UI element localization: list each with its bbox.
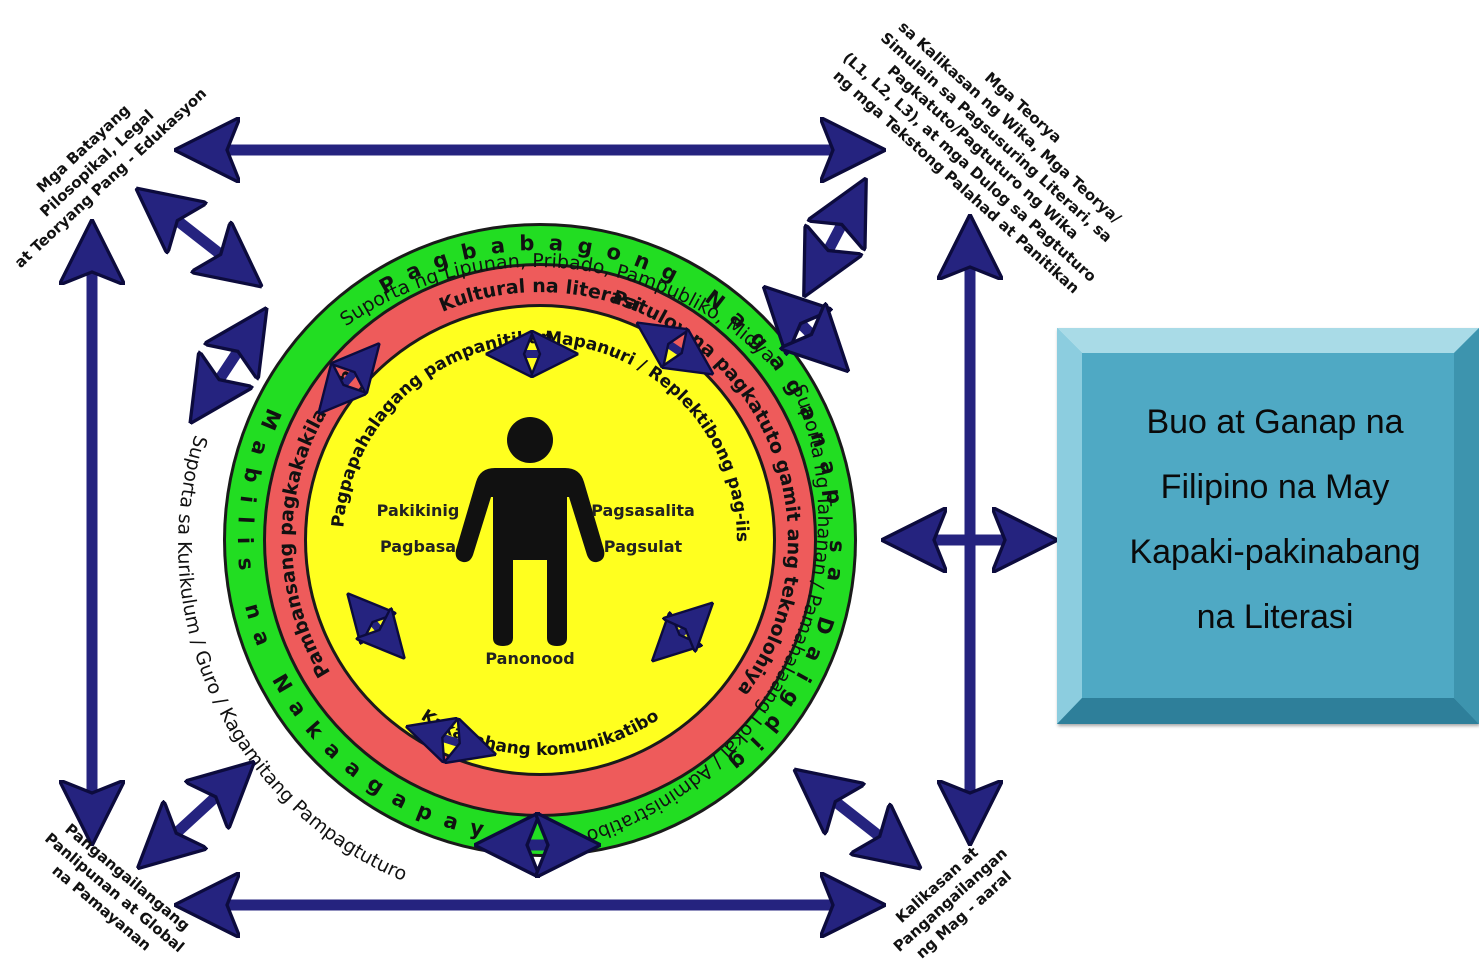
double-arrow-icon <box>362 610 390 642</box>
double-arrow-icon <box>207 333 250 398</box>
double-arrow-icon <box>668 618 697 646</box>
double-arrow-icon <box>160 782 232 848</box>
outcome-line: Kapaki-pakinabang <box>1129 533 1421 571</box>
double-arrow-icon <box>160 207 238 268</box>
outcome-line: Filipino na May <box>1160 468 1390 506</box>
double-arrow-icon <box>818 788 897 850</box>
corner-top-left: Mga Batayang Pilosopikal, Legal at Teory… <box>11 84 210 271</box>
double-arrow-icon <box>333 360 365 397</box>
person-icon <box>455 417 605 646</box>
skill-speaking: Pagsasalita <box>591 501 695 520</box>
skill-writing: Pagsulat <box>604 537 683 556</box>
skill-listening: Pakikinig <box>377 501 460 520</box>
skill-reading: Pagbasa <box>380 537 456 556</box>
outcome-box <box>1057 328 1479 724</box>
corner-top-right: Mga Teorya sa Kalikasan ng Wika, Mga Teo… <box>830 18 1126 298</box>
outcome-text: Buo at Ganap na Filipino na May Kapaki-p… <box>1090 390 1460 650</box>
corner-bottom-right: Kalikasan at Pangangailangan ng Mag - aa… <box>890 843 1015 962</box>
outcome-line: na Literasi <box>1196 598 1354 636</box>
inner-arrows <box>333 335 697 748</box>
double-arrow-icon <box>427 733 475 748</box>
skill-viewing: Panonood <box>485 649 574 668</box>
double-arrow-icon <box>785 308 827 350</box>
outcome-line: Buo at Ganap na <box>1146 403 1404 441</box>
double-arrow-icon <box>655 335 695 362</box>
double-arrow-icon <box>818 205 852 270</box>
arrows <box>92 150 1027 905</box>
